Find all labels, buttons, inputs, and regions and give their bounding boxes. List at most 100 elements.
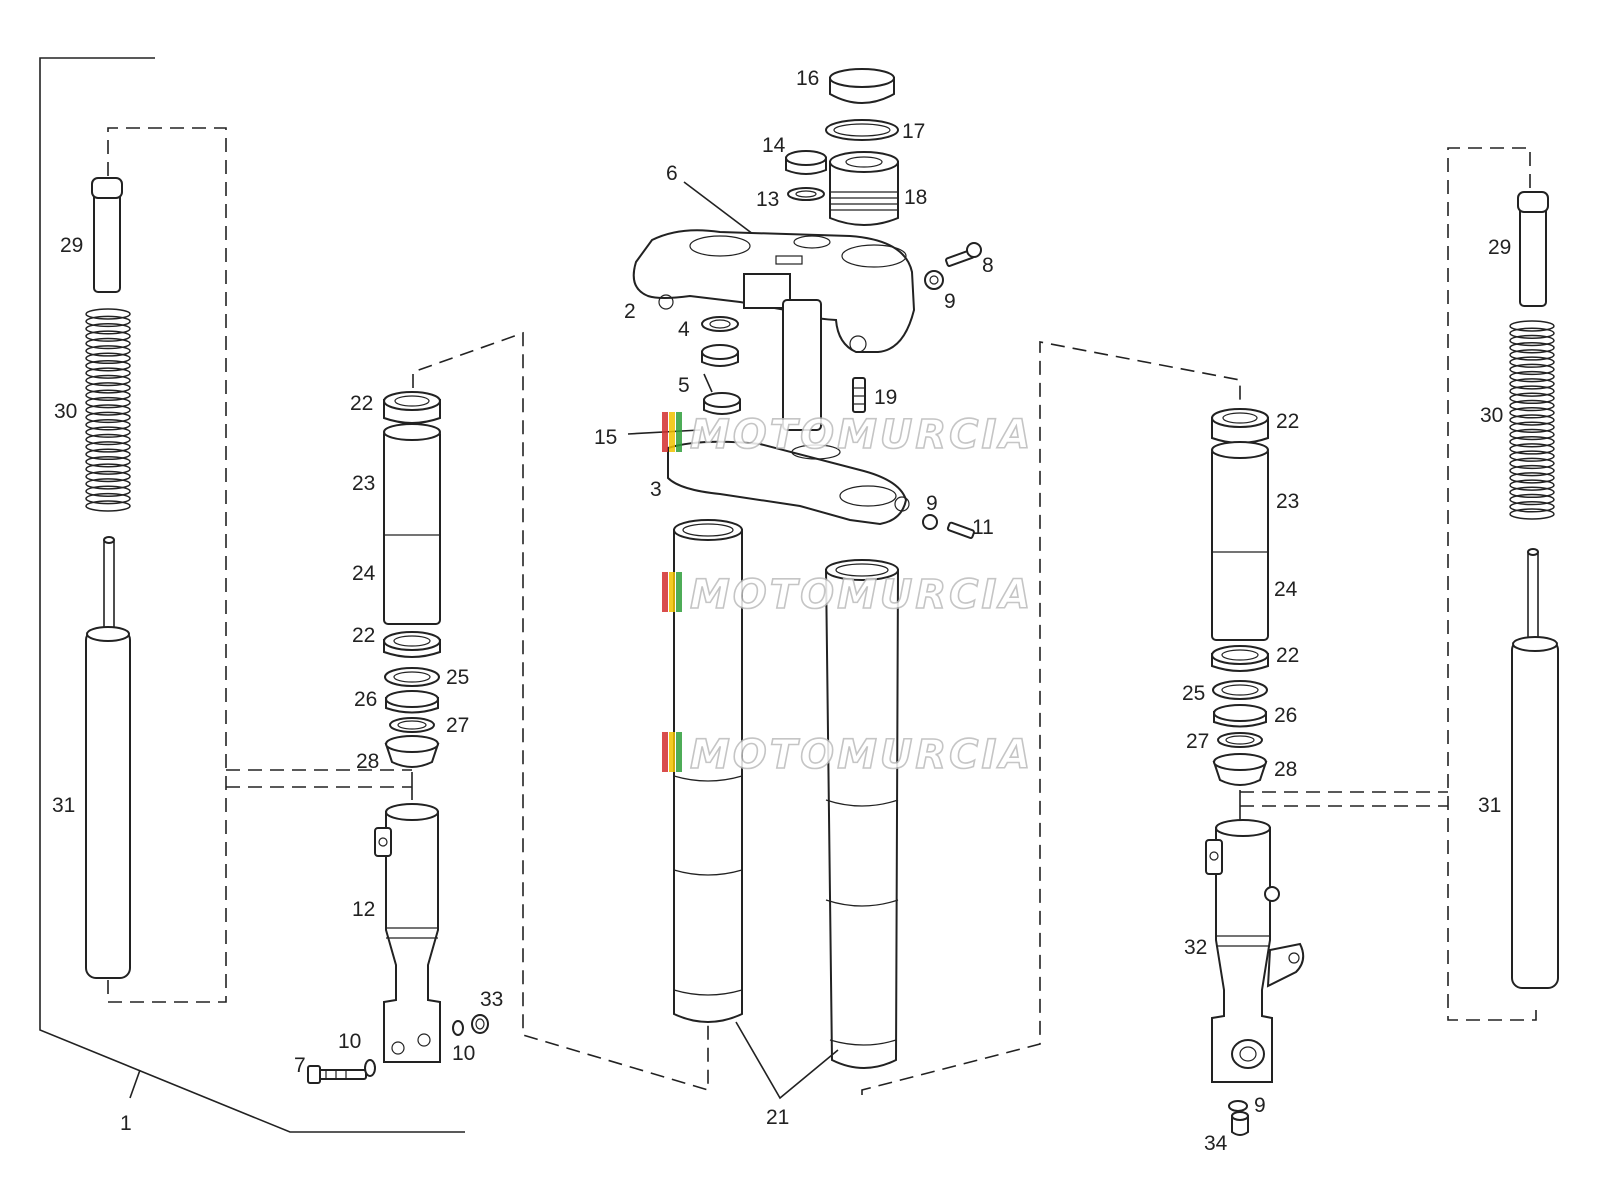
callout-26-left: 26 [354,688,377,711]
callout-29-left: 29 [60,234,83,257]
spring-coil [85,426,131,438]
callout-9-top: 9 [944,290,956,313]
spring-coil [1509,486,1555,499]
left-damper-column [85,127,227,1003]
spring-coil [85,419,131,431]
spring-coil [1509,464,1555,477]
callout-labels: 1 2 3 4 5 6 7 8 9 9 9 10 10 11 12 13 14 … [52,67,1511,1155]
spring-coil [85,352,131,365]
callout-10-left: 10 [338,1030,361,1053]
callout-12: 12 [352,898,375,921]
spring-coil [85,367,131,379]
spring-coil [1509,341,1555,354]
spring-coil [1509,421,1555,433]
watermark-text: MOTOMURCIA [690,412,1033,458]
watermark-stripe-green [676,412,682,452]
spring-coil [1509,501,1555,513]
watermark-middle: MOTOMURCIA [662,571,1033,619]
callout-28-right: 28 [1274,758,1297,781]
right-slider-column [861,341,1448,1136]
spring-coil [85,396,131,409]
watermark-text: MOTOMURCIA [690,572,1033,618]
callout-6: 6 [666,162,678,185]
callout-21: 21 [766,1106,789,1129]
spring-coil [1509,399,1555,412]
callout-17: 17 [902,120,925,143]
spring-coil [85,433,131,446]
spring-coil [1509,334,1555,347]
spring-coil [1509,349,1555,361]
spring-coil [1509,428,1555,441]
callout-27-right: 27 [1186,730,1209,753]
left-slider-column [226,331,709,1092]
spring-coil [1509,370,1555,383]
callout-9-bottom: 9 [1254,1094,1266,1117]
callout-19: 19 [874,386,897,409]
callout-3: 3 [650,478,662,501]
spring-coil [85,337,131,350]
spring-coil [85,448,131,461]
callout-7: 7 [294,1054,306,1077]
spring-coil [85,359,131,372]
callout-25-left: 25 [446,666,469,689]
callout-22-right-top: 22 [1276,410,1299,433]
callout-9-mid: 9 [926,492,938,515]
spring-coil [85,345,131,357]
watermark-stripe-red [662,732,668,772]
watermark-stripe-green [676,572,682,612]
callout-10-right: 10 [452,1042,475,1065]
spring-coil [85,478,131,490]
spring-coil [85,411,131,424]
callout-1: 1 [120,1112,132,1135]
spring-coil [85,470,131,483]
watermark-stripe-yellow [669,732,675,772]
callout-16: 16 [796,67,819,90]
spring-coil [1509,407,1555,419]
callout-22-right-bottom: 22 [1276,644,1299,667]
spring-coil [85,485,131,497]
callout-18: 18 [904,186,927,209]
spring-coil [1509,363,1555,376]
watermark-stripe-red [662,572,668,612]
callout-22-left-top: 22 [350,392,373,415]
spring-coil [1509,392,1555,405]
callout-25-right: 25 [1182,682,1205,705]
callout-23-left: 23 [352,472,375,495]
callout-33: 33 [480,988,503,1011]
watermark-top: MOTOMURCIA [662,411,1033,459]
callout-13: 13 [756,188,779,211]
callout-8: 8 [982,254,994,277]
right-damper-column [1447,147,1559,1021]
center-steering-assembly [627,68,982,1100]
callout-34: 34 [1204,1132,1228,1155]
spring-coil [1509,457,1555,470]
callout-24-right: 24 [1274,578,1298,601]
spring-coil [1509,479,1555,491]
spring-coil [85,441,131,453]
callout-23-right: 23 [1276,490,1299,513]
callout-30-left: 30 [54,400,77,423]
callout-31-left: 31 [52,794,75,817]
spring-coil [1509,414,1555,426]
spring-coil [85,492,131,505]
watermark-stripe-yellow [669,572,675,612]
callout-5: 5 [678,374,690,397]
spring-coil [1509,450,1555,462]
callout-4: 4 [678,318,690,341]
callout-30-right: 30 [1480,404,1503,427]
callout-14: 14 [762,134,786,157]
spring-coil [1509,472,1555,484]
spring-coil [1509,443,1555,455]
spring-coil [85,382,131,394]
callout-15: 15 [594,426,617,449]
spring-coil [85,323,131,335]
spring-coil [1509,356,1555,368]
watermark-stripe-yellow [669,412,675,452]
callout-28-left: 28 [356,750,379,773]
spring-coil [1509,385,1555,397]
callout-24-left: 24 [352,562,376,585]
spring-coil [1509,435,1555,448]
callout-27-left: 27 [446,714,469,737]
watermark-bottom: MOTOMURCIA [662,731,1031,779]
